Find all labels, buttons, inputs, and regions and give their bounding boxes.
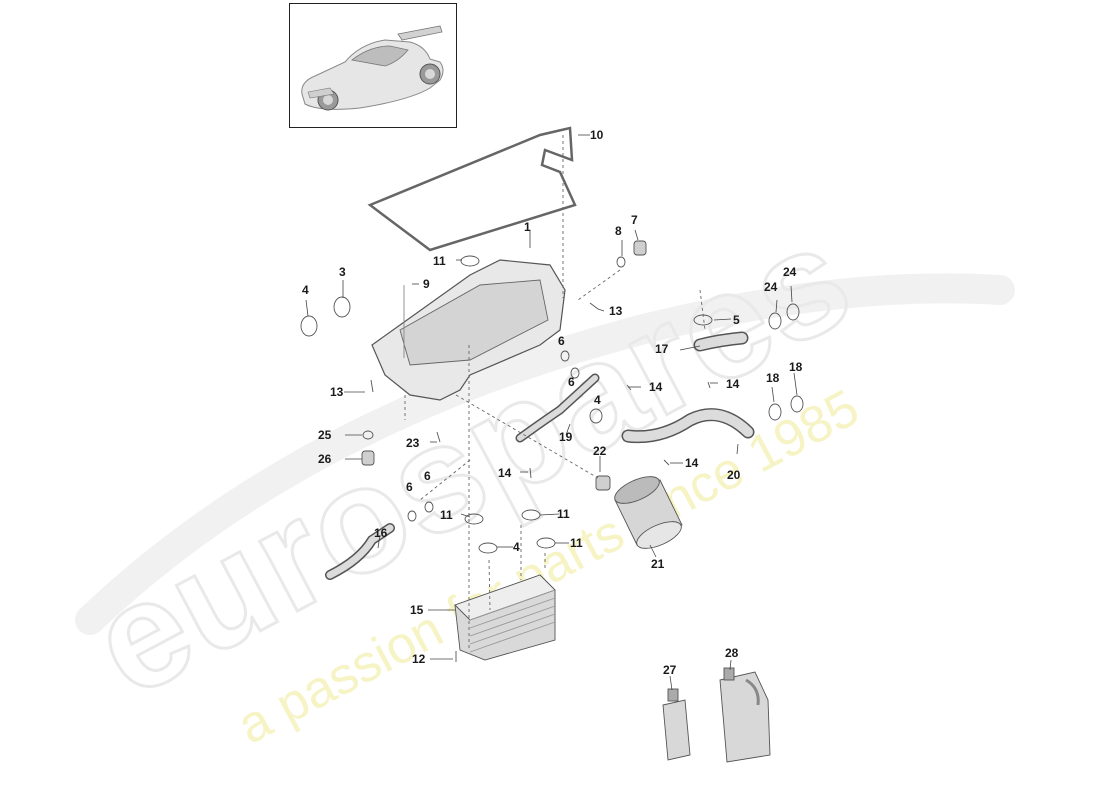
callout-26: 26 — [318, 452, 332, 466]
callout-14d: 14 — [498, 466, 512, 480]
callout-16: 16 — [374, 526, 388, 540]
callout-11b: 11 — [557, 507, 570, 521]
plug-26 — [361, 450, 375, 466]
o-ring-6d — [424, 501, 434, 513]
vehicle-thumbnail — [289, 3, 457, 128]
oil-cooler-15 — [454, 574, 556, 661]
callout-1: 1 — [524, 220, 531, 234]
callout-8: 8 — [615, 224, 622, 238]
callout-4b: 4 — [594, 393, 601, 407]
callout-20: 20 — [727, 468, 741, 482]
callout-17: 17 — [655, 342, 669, 356]
o-ring-6a — [560, 350, 570, 362]
o-ring-11b — [464, 513, 484, 525]
plug-7 — [633, 240, 647, 256]
callout-6b: 6 — [568, 375, 575, 389]
callout-23: 23 — [406, 436, 420, 450]
callout-14b: 14 — [726, 377, 740, 391]
o-ring-18b — [790, 395, 804, 413]
o-ring-11d — [536, 537, 556, 549]
callout-4a: 4 — [302, 283, 309, 297]
oil-pan-gasket — [367, 126, 577, 252]
callout-6c: 6 — [424, 469, 431, 483]
callout-15: 15 — [410, 603, 424, 617]
callout-13a: 13 — [609, 304, 623, 318]
callout-27: 27 — [663, 663, 677, 677]
callout-6a: 6 — [558, 334, 565, 348]
callout-21: 21 — [651, 557, 665, 571]
callout-12: 12 — [412, 652, 426, 666]
o-ring-4b — [589, 408, 603, 424]
seal-8 — [616, 256, 626, 268]
callout-6d: 6 — [406, 480, 413, 494]
o-ring-6c — [407, 510, 417, 522]
washer-25 — [362, 430, 374, 440]
callout-18b: 18 — [766, 371, 780, 385]
callout-13b: 13 — [330, 385, 344, 399]
callout-4c: 4 — [513, 540, 520, 554]
fitting-22 — [595, 475, 611, 491]
callout-11c: 11 — [440, 508, 453, 522]
callout-24a: 24 — [783, 265, 797, 279]
callout-19: 19 — [559, 430, 573, 444]
callout-25: 25 — [318, 428, 332, 442]
callout-14c: 14 — [685, 456, 699, 470]
callout-10: 10 — [590, 128, 604, 142]
car-image — [301, 25, 444, 111]
oil-filter-21 — [614, 476, 683, 549]
oil-canister-28 — [719, 667, 771, 763]
o-ring-11a — [460, 255, 480, 267]
callout-22: 22 — [593, 444, 607, 458]
o-ring-3 — [333, 296, 351, 318]
o-ring-24a — [768, 312, 782, 330]
callout-11d: 11 — [570, 536, 583, 550]
callout-7: 7 — [631, 213, 638, 227]
oil-bottle-small-27 — [662, 688, 691, 761]
callout-18a: 18 — [789, 360, 803, 374]
o-ring-24b — [786, 303, 800, 321]
o-ring-4a — [300, 315, 318, 337]
o-ring-4c — [478, 542, 498, 554]
callout-11a: 11 — [433, 254, 446, 268]
o-ring-6b — [570, 367, 580, 379]
o-ring-11c — [521, 509, 541, 521]
callout-24b: 24 — [764, 280, 778, 294]
callout-3: 3 — [339, 265, 346, 279]
callout-9: 9 — [423, 277, 430, 291]
callout-5: 5 — [733, 313, 740, 327]
callout-14a: 14 — [649, 380, 663, 394]
o-ring-18a — [768, 403, 782, 421]
callout-28: 28 — [725, 646, 739, 660]
